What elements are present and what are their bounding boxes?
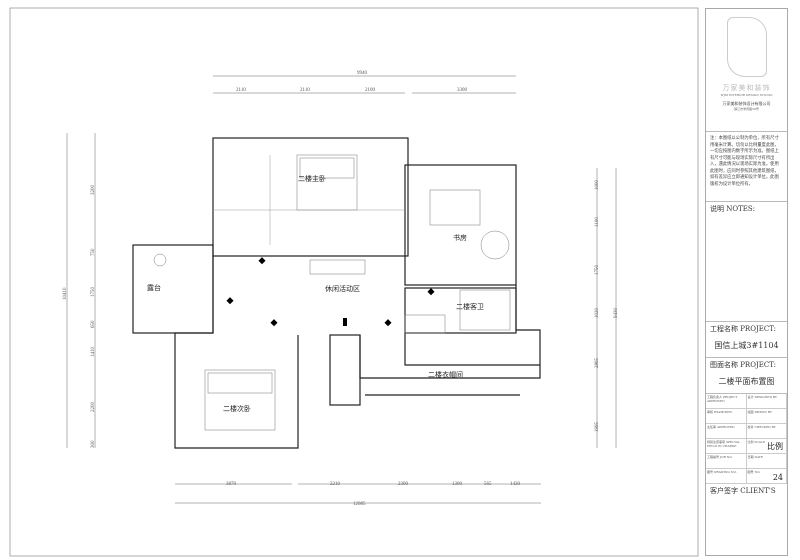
- notes-label: 说明 NOTES:: [706, 202, 787, 322]
- dim-right: 1100: [595, 217, 600, 227]
- dim-bottom: 1300: [452, 482, 463, 487]
- sheet-cell: 图号 NO. 24: [746, 469, 787, 484]
- floor-plan: 二楼主卧 书房 露台 休闲活动区 二楼客卫 二楼衣帽间 二楼次卧 9940 21…: [9, 7, 699, 557]
- dim-left-total: 10410: [63, 287, 68, 300]
- field: 日期 DATE: [746, 454, 787, 469]
- dim-right: 1995: [595, 422, 600, 433]
- dim-top: 2100: [365, 88, 376, 93]
- dim-left-group: 10410 3200 750 1750 650 1410 2200 300: [63, 185, 96, 449]
- logo-section: 万家美和装饰 WJM INTERIOR DESIGN STUDIO 万家美和装饰…: [706, 17, 787, 132]
- field: 工程负责人 PROJECT APPROVED: [706, 394, 747, 409]
- room-label-master: 二楼主卧: [298, 174, 326, 183]
- project-label: 工程名称 PROJECT:: [710, 325, 776, 333]
- walls: [132, 137, 541, 449]
- dimension-lines: [66, 75, 617, 504]
- drawing-name: 二楼平面布置图: [718, 377, 775, 386]
- dim-top: 2110: [300, 88, 310, 93]
- dim-right: 1020: [595, 308, 600, 319]
- dim-left: 650: [91, 320, 96, 328]
- field: 图号 DRAWING NO.: [706, 469, 747, 484]
- brand-en: WJM INTERIOR DESIGN STUDIO: [720, 93, 773, 97]
- dim-right-total: 9430: [614, 308, 619, 319]
- logo-mark: [726, 17, 767, 77]
- markers: [226, 257, 435, 327]
- dim-right-group: 1000 1100 1750 1020 2865 1995 9430: [595, 180, 619, 433]
- field: 图号 NO.: [747, 470, 761, 474]
- title-block: 万家美和装饰 WJM INTERIOR DESIGN STUDIO 万家美和装饰…: [705, 8, 788, 556]
- project-name: 国信上城3#1104: [714, 341, 779, 350]
- dim-bottom: 2210: [330, 482, 341, 487]
- scale-value: 比例: [767, 442, 783, 451]
- project-section: 工程名称 PROJECT: 国信上城3#1104: [706, 322, 787, 358]
- field: 特别注意事项 SPECIAL FIELD IN CHARGE: [706, 439, 747, 454]
- field: 校对 CHECKED BY: [746, 424, 787, 439]
- client-signature-label: 客户签字 CLIENT'S: [710, 487, 776, 495]
- dim-bottom: 3870: [226, 482, 237, 487]
- dim-bottom-total: 12085: [353, 502, 366, 507]
- room-label-study: 书房: [453, 233, 467, 242]
- room-label-guest-bath: 二楼客卫: [456, 302, 484, 311]
- furniture: [153, 154, 511, 431]
- company-name: 万家美和装饰设计有限公司: [722, 101, 771, 106]
- dim-left: 750: [91, 248, 96, 256]
- drawing-frame: [9, 7, 699, 557]
- dim-bottom: 1430: [510, 482, 521, 487]
- dim-right: 1750: [595, 265, 600, 276]
- drawing-section: 图面名称 PROJECT: 二楼平面布置图: [706, 358, 787, 394]
- dim-top-total: 9940: [357, 71, 368, 76]
- field: 工程编号 JOB NO.: [706, 454, 747, 469]
- dim-right: 1000: [595, 180, 600, 191]
- notes-text: 注：本图纸以公制为单位，所有尺寸用毫米计算。切勿以比例量度此图，一切应按图内数字…: [706, 132, 787, 202]
- dim-left: 1750: [91, 287, 96, 298]
- dim-left: 300: [91, 440, 96, 448]
- dim-left: 1410: [91, 347, 96, 358]
- room-label-lounge: 休闲活动区: [325, 284, 360, 293]
- brand-name: 万家美和装饰: [722, 84, 771, 92]
- field: 主任审 APPROVED: [706, 424, 747, 439]
- dim-top: 2110: [236, 88, 246, 93]
- sheet-number: 24: [772, 473, 783, 482]
- dim-left: 2200: [91, 402, 96, 413]
- approval-grid: 工程负责人 PROJECT APPROVED 设计 DESIGNED BY 审核…: [706, 394, 787, 484]
- room-label-terrace: 露台: [147, 283, 161, 292]
- room-label-second-bed: 二楼次卧: [223, 404, 251, 413]
- room-label-closet: 二楼衣帽间: [428, 370, 463, 379]
- drawing-label: 图面名称 PROJECT:: [710, 361, 776, 369]
- dim-bottom: 565: [484, 482, 492, 487]
- field: 审核 EXAMINED: [706, 409, 747, 424]
- field: 绘图 DRAWN BY: [746, 409, 787, 424]
- field: 设计 DESIGNED BY: [746, 394, 787, 409]
- field: 比例 SCALE: [747, 440, 766, 444]
- dim-right: 2865: [595, 358, 600, 369]
- dim-top: 3300: [457, 88, 468, 93]
- dim-left: 3200: [91, 185, 96, 196]
- company-address: 镇江市学府路58号: [734, 107, 759, 111]
- dim-bottom: 2300: [398, 482, 409, 487]
